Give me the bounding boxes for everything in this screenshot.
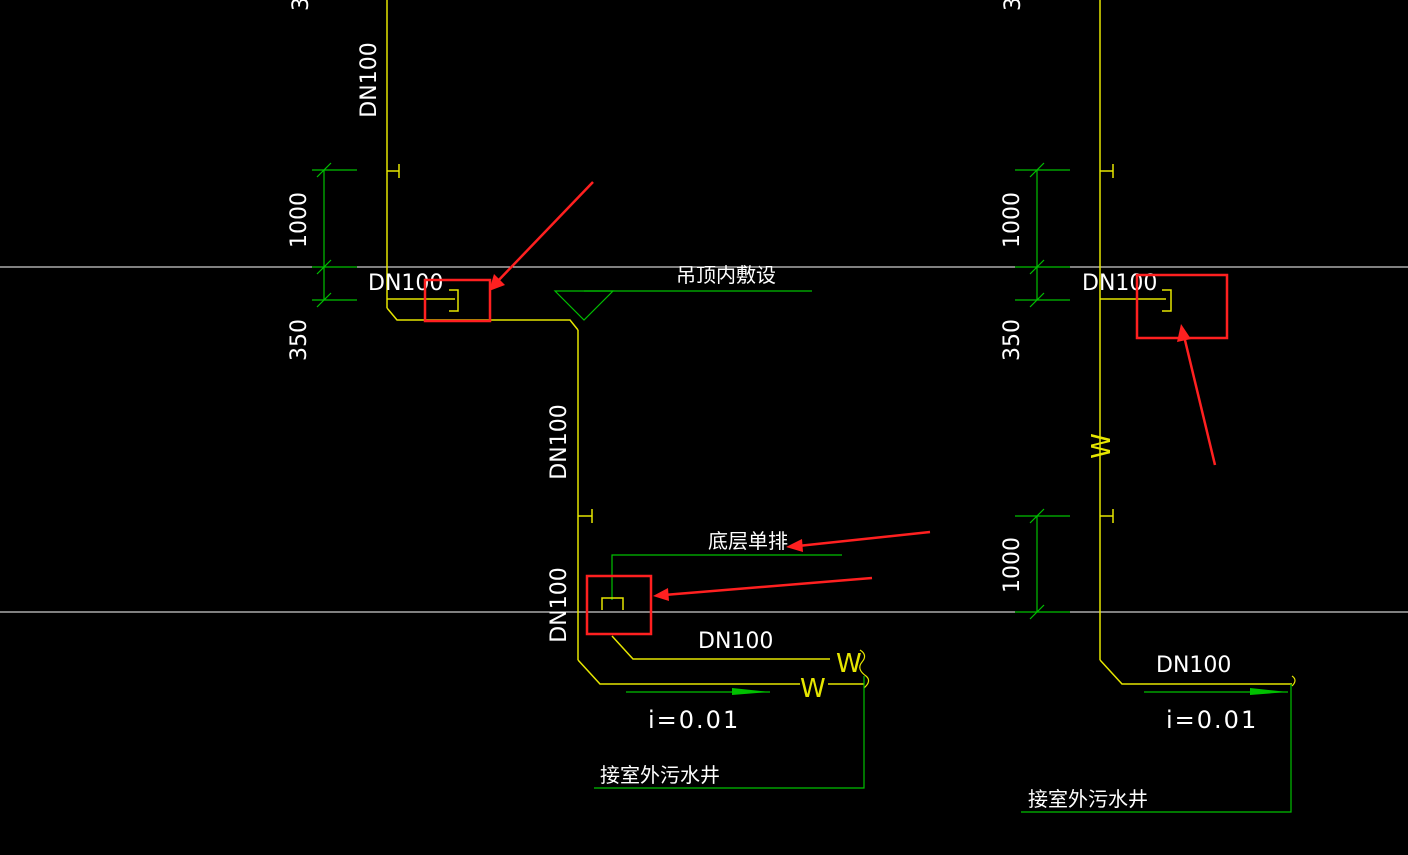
floor-lines — [0, 266, 1408, 613]
ground-note-red-arrow-head — [786, 539, 803, 552]
left-highlight-box — [423, 278, 492, 323]
left-riser-group: 3 DN100 1000 350 DN100 吊顶内敷设 — [287, 0, 812, 361]
right-dimension-350: 350 — [1000, 319, 1025, 361]
middle-upper-pipe-label: DN100 — [547, 404, 572, 479]
left-red-arrow-head — [489, 274, 505, 291]
middle-waste-mark-upper: W — [836, 649, 862, 679]
right-dimension-1000-lower: 1000 — [1000, 537, 1025, 593]
ground-note-red-arrow-shaft — [797, 530, 931, 548]
right-slope-arrow — [1250, 688, 1288, 695]
middle-sewer-note: 接室外污水井 — [600, 763, 720, 787]
left-horizontal-pipe-label: DN100 — [368, 271, 443, 296]
right-dim-tick-3 — [1029, 292, 1045, 308]
ceiling-elevation-symbol — [553, 290, 615, 321]
ground-floor-branch-pipe — [611, 635, 830, 660]
right-pipe-break — [1291, 675, 1296, 687]
right-outlet-pipe — [1099, 659, 1292, 685]
middle-outlet-pipe-label: DN100 — [698, 629, 773, 654]
right-sewer-note: 接室外污水井 — [1028, 787, 1148, 811]
middle-slope-arrow — [732, 688, 770, 695]
ceiling-install-note: 吊顶内敷设 — [676, 263, 776, 287]
left-cleanout-symbol — [449, 289, 459, 312]
right-waste-mark: W — [1087, 433, 1117, 459]
right-dim-tick-1 — [1029, 162, 1045, 178]
left-riser-pipe-label: DN100 — [357, 42, 382, 117]
ground-floor-note: 底层单排 — [708, 529, 788, 553]
right-sewer-leader — [1021, 684, 1292, 813]
left-dim-tick-2 — [316, 259, 332, 275]
left-dimension-350: 350 — [287, 319, 312, 361]
right-top-dimension-fragment: 3 — [1001, 0, 1026, 11]
ground-floor-leader — [611, 554, 842, 600]
left-top-dimension-fragment: 3 — [289, 0, 314, 11]
middle-lower-pipe-label: DN100 — [547, 567, 572, 642]
left-dim-tick-3 — [316, 292, 332, 308]
middle-pipe-break — [859, 649, 870, 689]
middle-riser-group: DN100 DN100 底层单排 DN100 W W i=0.01 接室外污水井 — [547, 330, 931, 789]
middle-box-red-arrow-shaft — [663, 576, 873, 597]
right-slope-text: i=0.01 — [1166, 706, 1258, 734]
middle-box-red-arrow-head — [653, 588, 669, 601]
middle-waste-mark-lower: W — [800, 674, 826, 704]
left-red-arrow-shaft — [495, 181, 594, 284]
right-dim-tick-4 — [1029, 508, 1045, 524]
right-red-arrow-head — [1177, 324, 1191, 342]
right-riser-group: 3 1000 350 DN100 W 1000 DN100 — [1000, 0, 1296, 813]
left-dimension-1000: 1000 — [287, 192, 312, 248]
middle-sewer-leader — [594, 676, 865, 789]
middle-outlet-pipe — [577, 659, 800, 685]
right-dimension-1000-upper: 1000 — [1000, 192, 1025, 248]
right-outlet-pipe-label: DN100 — [1156, 653, 1231, 678]
right-cleanout-symbol — [1162, 289, 1172, 312]
left-horizontal-pipe — [386, 307, 579, 331]
right-red-arrow-shaft — [1182, 335, 1217, 466]
right-dim-tick-2 — [1029, 259, 1045, 275]
left-dim-tick-1 — [316, 162, 332, 178]
right-dim-tick-5 — [1029, 604, 1045, 620]
middle-highlight-box — [585, 574, 653, 636]
ground-floor-cleanout — [601, 597, 624, 610]
middle-slope-text: i=0.01 — [648, 706, 740, 734]
